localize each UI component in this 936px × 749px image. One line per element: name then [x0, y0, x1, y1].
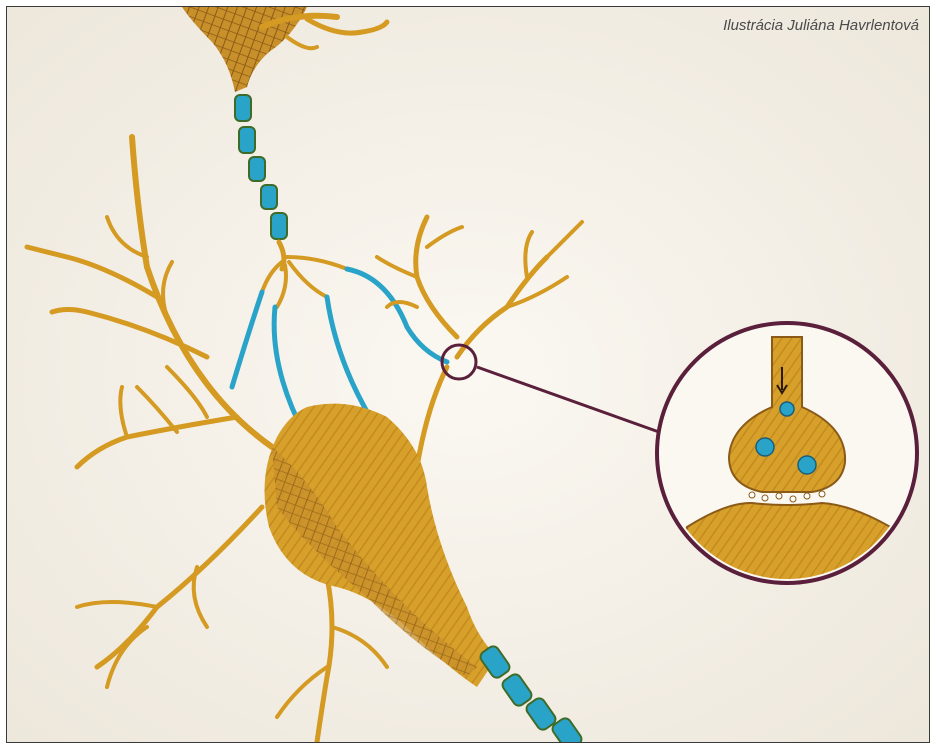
illustration-credit: Ilustrácia Juliána Havrlentová	[723, 17, 919, 34]
illustration-frame: Ilustrácia Juliána Havrlentová	[6, 6, 930, 743]
neuron-illustration	[7, 7, 929, 742]
